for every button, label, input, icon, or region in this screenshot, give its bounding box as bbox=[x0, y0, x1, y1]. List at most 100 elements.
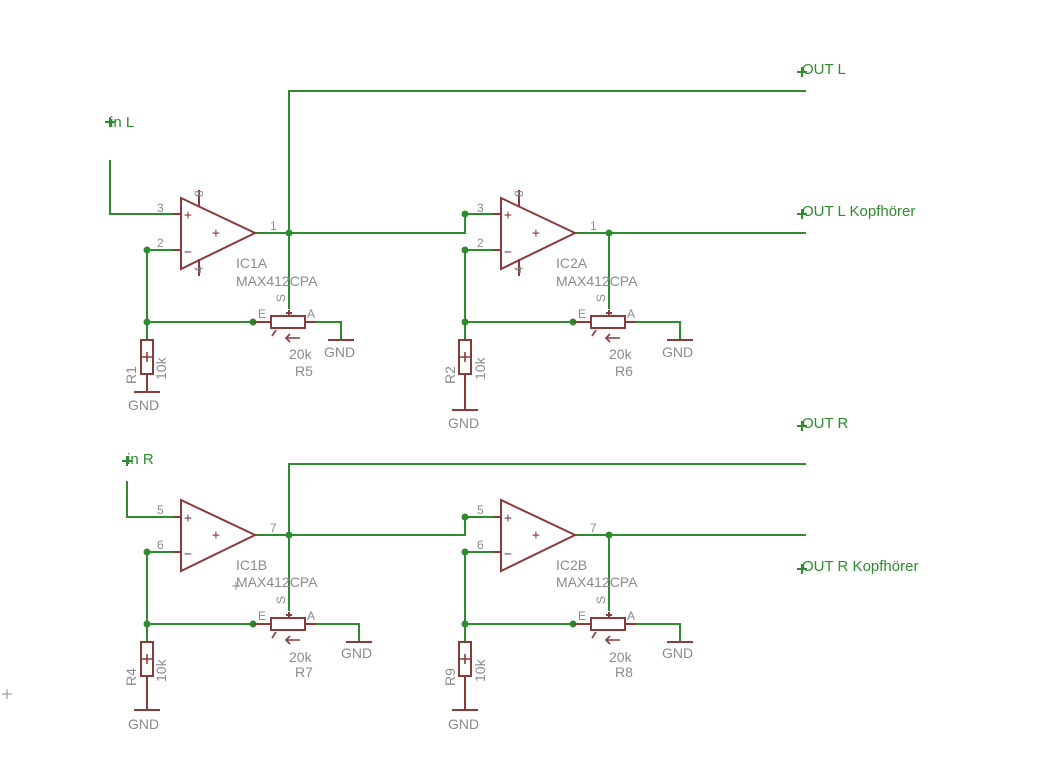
pot-arrow-icon bbox=[271, 329, 300, 343]
junction bbox=[461, 246, 469, 254]
gnd-label: GND bbox=[128, 397, 159, 413]
gnd-label: GND bbox=[662, 645, 693, 661]
potentiometer-r5[interactable]: E A S 20k R5 bbox=[253, 294, 316, 379]
net-out-r-label: OUT R bbox=[802, 415, 849, 432]
net-in-l: in L bbox=[105, 114, 134, 131]
pin-label: A bbox=[307, 307, 315, 321]
minus-sign: − bbox=[504, 547, 512, 562]
gnd-label: GND bbox=[341, 645, 372, 661]
pin-number: 2 bbox=[157, 236, 164, 250]
wire-ic1a-out bbox=[254, 213, 494, 234]
part-value: 10k bbox=[153, 658, 169, 682]
minus-sign: − bbox=[184, 547, 192, 562]
junction bbox=[143, 246, 151, 254]
wire-out-r bbox=[288, 463, 806, 536]
gnd-label: GND bbox=[448, 415, 479, 431]
pin-number: 7 bbox=[590, 521, 597, 535]
pin-number: 5 bbox=[477, 503, 484, 517]
potentiometer-r7[interactable]: E A S 20k R7 bbox=[253, 596, 316, 680]
junction bbox=[143, 548, 151, 556]
part-value: 20k bbox=[609, 346, 633, 362]
pin-number: 8 bbox=[192, 190, 206, 197]
gnd-label: GND bbox=[324, 344, 355, 360]
wire-r5-gnd bbox=[304, 321, 342, 341]
opamp-ic2a[interactable]: + − + 3 2 1 8 4 IC2A MAX412CPA bbox=[477, 190, 638, 289]
plus-icon bbox=[142, 352, 152, 362]
part-value: 20k bbox=[289, 649, 313, 665]
opamp-triangle bbox=[500, 196, 578, 271]
gnd-symbol: GND bbox=[662, 641, 693, 661]
minus-sign: − bbox=[504, 245, 512, 260]
part-name: IC2A bbox=[556, 255, 588, 271]
opamp-ic1a[interactable]: + − + 3 2 1 8 4 IC1A MAX412CPA bbox=[157, 190, 318, 289]
opamp-ic1b[interactable]: + − + 5 6 7 IC1B MAX412CPA bbox=[157, 498, 318, 590]
pin-number: 6 bbox=[157, 538, 164, 552]
pin-number: 1 bbox=[590, 219, 597, 233]
minus-sign: − bbox=[184, 245, 192, 260]
potentiometer-r8[interactable]: E A S 20k R8 bbox=[573, 596, 636, 680]
net-in-r: in R bbox=[122, 451, 154, 468]
net-out-r-kopf: OUT R Kopfhörer bbox=[797, 558, 918, 575]
part-value: 20k bbox=[609, 649, 633, 665]
wire-r6-gnd bbox=[624, 321, 681, 341]
net-out-l-label: OUT L bbox=[802, 61, 846, 78]
pot-arrow-icon bbox=[591, 631, 620, 645]
wire-ic1a-fb bbox=[146, 249, 251, 323]
opamp-leads bbox=[493, 190, 520, 276]
pin-label: S bbox=[274, 596, 288, 604]
pin-number: 1 bbox=[270, 219, 277, 233]
net-labels: in L in R OUT L OUT L Kopfhörer OUT R OU… bbox=[105, 61, 918, 575]
pot-body bbox=[590, 315, 626, 329]
part-value: 10k bbox=[472, 356, 488, 380]
pin-label: S bbox=[594, 596, 608, 604]
pin-number: 4 bbox=[192, 266, 206, 273]
pot-body bbox=[270, 315, 306, 329]
wire-r8-gnd bbox=[624, 623, 681, 643]
opamp-triangle bbox=[500, 498, 578, 573]
resistor-r4[interactable]: R4 10k GND bbox=[123, 641, 169, 732]
gnd-symbol: GND bbox=[324, 339, 355, 360]
cursor-cross-icon bbox=[2, 689, 12, 699]
pin-number: 7 bbox=[270, 521, 277, 535]
part-name: R4 bbox=[123, 668, 139, 686]
wire-ic1b-out bbox=[254, 516, 494, 536]
gnd-label: GND bbox=[448, 716, 479, 732]
resistor-r1[interactable]: R1 10k GND bbox=[123, 339, 169, 413]
opamp-leads bbox=[173, 190, 200, 276]
part-name: IC2B bbox=[556, 557, 587, 573]
opamp-ic2b[interactable]: + − + 5 6 7 IC2B MAX412CPA bbox=[477, 498, 638, 590]
wire-in-l bbox=[109, 160, 174, 215]
plus-icon bbox=[142, 654, 152, 664]
part-value: MAX412CPA bbox=[556, 574, 638, 590]
part-name: R8 bbox=[615, 664, 633, 680]
opamp-triangle bbox=[180, 498, 258, 573]
plus-sign: + bbox=[532, 528, 540, 543]
part-name: R5 bbox=[295, 363, 313, 379]
part-name: R7 bbox=[295, 664, 313, 680]
net-out-l-kopf: OUT L Kopfhörer bbox=[797, 203, 915, 220]
pot-arrow-icon bbox=[271, 631, 300, 645]
part-name: R1 bbox=[123, 366, 139, 384]
pin-number: 5 bbox=[157, 503, 164, 517]
plus-sign: + bbox=[212, 528, 220, 543]
wire-ic1b-fb bbox=[146, 551, 251, 625]
potentiometer-r6[interactable]: E A S 20k R6 bbox=[573, 294, 636, 379]
junctions bbox=[143, 210, 613, 628]
part-value: 20k bbox=[289, 346, 313, 362]
pin-label: E bbox=[258, 307, 266, 321]
part-value: MAX412CPA bbox=[556, 273, 638, 289]
pin-label: S bbox=[274, 294, 288, 302]
junction bbox=[461, 620, 469, 628]
resistor-leads bbox=[452, 374, 478, 411]
wire-ic2a-fb bbox=[464, 249, 571, 323]
resistor-r9[interactable]: R9 10k GND bbox=[442, 641, 488, 732]
pin-label: E bbox=[258, 609, 266, 623]
pot-wiper bbox=[286, 310, 292, 316]
pot-body bbox=[590, 617, 626, 631]
opamp-triangle bbox=[180, 196, 258, 271]
pot-wiper bbox=[286, 612, 292, 618]
wire-r7-gnd bbox=[304, 623, 360, 643]
gnd-label: GND bbox=[662, 344, 693, 360]
resistor-r2[interactable]: R2 10k GND bbox=[442, 339, 488, 431]
